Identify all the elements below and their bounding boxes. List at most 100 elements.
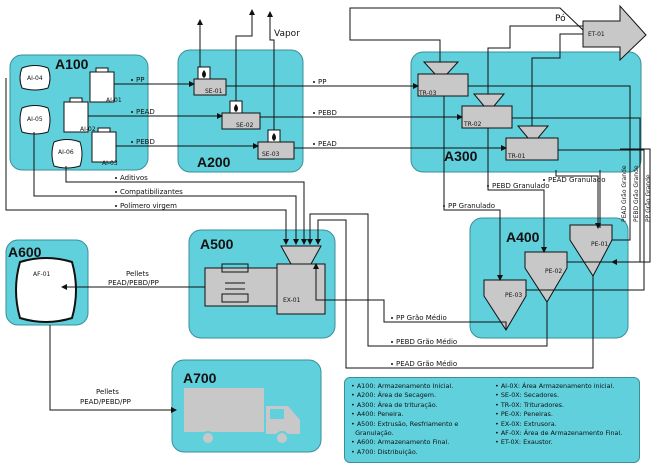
label-pead-granulado: PEAD Granulado bbox=[548, 176, 605, 184]
bag-ai01-label: AI-01 bbox=[106, 97, 122, 104]
area-a400-title: A400 bbox=[506, 229, 540, 245]
label-pp-grao-medio: PP Grão Médio bbox=[396, 314, 447, 322]
extruder-ex01-label: EX-01 bbox=[283, 297, 301, 304]
dryer-se01: SE-01 bbox=[193, 66, 227, 96]
legend-text: TR-0X: Trituradores. bbox=[500, 400, 565, 409]
label-pebd-grao-medio: PEBD Grão Médio bbox=[396, 338, 457, 346]
legend-item: • A100: Armazenamento Inicial. bbox=[351, 382, 454, 390]
dryer-se02: SE-02 bbox=[221, 100, 261, 130]
label-pp-b: PP bbox=[318, 78, 326, 86]
bag-ai01: AI-01 bbox=[89, 67, 122, 104]
bag-ai04: AI-04 bbox=[19, 65, 51, 91]
sieve-pe02: PE-02 bbox=[524, 251, 568, 303]
bag-ai02: AI-02 bbox=[63, 97, 96, 133]
label-po: Pó bbox=[555, 13, 566, 24]
legend-item: • ET-0X: Exaustor. bbox=[495, 438, 553, 447]
sieve-pe03: PE-03 bbox=[483, 279, 527, 331]
area-a500-title: A500 bbox=[200, 236, 234, 252]
sieve-pe01-label: PE-01 bbox=[591, 241, 608, 248]
bag-ai03: AI-03 bbox=[91, 127, 118, 167]
legend-item: • A200: Área de Secagem. bbox=[351, 391, 436, 400]
flame-icon bbox=[234, 104, 238, 112]
sieve-pe01: PE-01 bbox=[569, 224, 613, 277]
exhaust-et01-label: ET-01 bbox=[588, 31, 605, 38]
flame-icon bbox=[202, 70, 206, 78]
label-vapor: Vapor bbox=[274, 29, 300, 39]
legend-text: A700: Distribuição. bbox=[356, 447, 418, 456]
legend-text: ET-0X: Exaustor. bbox=[500, 438, 553, 447]
extruder-ex01: EX-01 bbox=[204, 245, 326, 315]
dryer-se03-label: SE-03 bbox=[262, 151, 280, 158]
stream-bullets bbox=[115, 79, 545, 365]
bag-ai05: AI-05 bbox=[19, 105, 51, 135]
bag-ai04-label: AI-04 bbox=[27, 75, 43, 82]
area-a200-title: A200 bbox=[197, 154, 231, 170]
legend-text: A500: Extrusão, Resfriamento e bbox=[356, 419, 459, 428]
legend-text: A200: Área de Secagem. bbox=[356, 391, 436, 400]
legend-item: • A600: Armazenamento Final. bbox=[351, 438, 450, 447]
label-pp-a: PP bbox=[136, 76, 144, 84]
legend-text: EX-0X: Extrusora. bbox=[500, 419, 557, 428]
legend-item: • SE-0X: Secadores. bbox=[495, 391, 560, 400]
legend-text: A600: Armazenamento Final. bbox=[356, 438, 450, 447]
label-pead-b: PEAD bbox=[318, 140, 337, 148]
shredder-tr03-label: TR-03 bbox=[418, 90, 437, 97]
bag-ai02-label: AI-02 bbox=[80, 126, 96, 133]
legend-item: • AI-0X: Área Armazenamento inicial. bbox=[495, 382, 615, 390]
legend-text: A300: Área de trituração. bbox=[356, 400, 438, 409]
area-a700-title: A700 bbox=[183, 370, 217, 386]
shredder-tr01-label: TR-01 bbox=[507, 153, 526, 160]
legend: • A100: Armazenamento Inicial. • A200: Á… bbox=[344, 377, 640, 463]
label-pp-granulado: PP Granulado bbox=[448, 202, 495, 210]
exhaust-et01: ET-01 bbox=[582, 4, 647, 62]
label-pellets-1b: PEAD/PEBD/PP bbox=[108, 279, 159, 287]
legend-item: • TR-0X: Trituradores. bbox=[495, 400, 565, 409]
legend-item: • A700: Distribuição. bbox=[351, 447, 418, 456]
label-pebd-grao-grande: PEBD Grão Grande bbox=[633, 165, 640, 222]
bag-ai03-label: AI-03 bbox=[102, 160, 118, 167]
truck-icon bbox=[184, 388, 300, 445]
legend-text: PE-0X: Peneiras. bbox=[500, 410, 553, 419]
dryer-se01-label: SE-01 bbox=[205, 88, 223, 95]
label-aditivos: Aditivos bbox=[120, 174, 148, 182]
label-pead-grao-grande: PEAD Grão Grande bbox=[621, 165, 628, 222]
shredder-tr03: TR-03 bbox=[417, 61, 469, 97]
shredder-tr01: TR-01 bbox=[505, 125, 559, 161]
legend-text: A100: Armazenamento Inicial. bbox=[356, 382, 454, 390]
legend-item: • EX-0X: Extrusora. bbox=[495, 419, 557, 428]
label-compatibilizantes: Compatibilizantes bbox=[120, 188, 183, 196]
sieve-pe02-label: PE-02 bbox=[545, 268, 562, 275]
bag-ai05-label: AI-05 bbox=[27, 116, 43, 123]
area-a100-title: A100 bbox=[55, 56, 89, 72]
legend-text: SE-0X: Secadores. bbox=[500, 391, 560, 400]
legend-item: • A400: Peneira. bbox=[351, 410, 404, 419]
legend-item: • A500: Extrusão, Resfriamento e bbox=[351, 419, 459, 428]
legend-equipment: • AI-0X: Área Armazenamento inicial. • S… bbox=[495, 382, 637, 448]
label-pebd-b: PEBD bbox=[318, 109, 337, 117]
label-pp-grao-grande: PP Grão Grande bbox=[645, 174, 652, 222]
label-pebd-a: PEBD bbox=[136, 138, 155, 146]
sieve-pe03-label: PE-03 bbox=[505, 292, 522, 299]
label-pebd-granulado: PEBD Granulado bbox=[492, 182, 550, 190]
legend-areas: • A100: Armazenamento Inicial. • A200: Á… bbox=[351, 382, 489, 457]
bag-ai06-label: AI-06 bbox=[58, 149, 74, 156]
legend-item: • AF-0X: Área de Armazenamento Final. bbox=[495, 429, 623, 438]
label-pellets-1a: Pellets bbox=[126, 270, 149, 278]
legend-item: Granulação. bbox=[351, 429, 489, 438]
shredder-tr02-label: TR-02 bbox=[463, 121, 482, 128]
legend-item: • A300: Área de trituração. bbox=[351, 400, 438, 409]
flow-lines bbox=[5, 7, 651, 413]
final-storage-af01: AF-01 bbox=[15, 257, 77, 323]
legend-text: AI-0X: Área Armazenamento inicial. bbox=[500, 382, 615, 390]
final-storage-af01-label: AF-01 bbox=[33, 271, 51, 278]
label-pead-a: PEAD bbox=[136, 108, 155, 116]
label-pellets-2a: Pellets bbox=[96, 388, 119, 396]
label-polimero-virgem: Polímero virgem bbox=[120, 202, 177, 210]
legend-text: A400: Peneira. bbox=[356, 410, 404, 419]
flame-icon bbox=[272, 133, 276, 141]
legend-text: AF-0X: Área de Armazenamento Final. bbox=[500, 429, 623, 438]
dryer-se02-label: SE-02 bbox=[236, 122, 254, 129]
dryer-se03: SE-03 bbox=[257, 129, 295, 160]
stream-labels: Vapor Pó PP PEAD PEBD PP PEBD PEAD Aditi… bbox=[80, 13, 652, 406]
